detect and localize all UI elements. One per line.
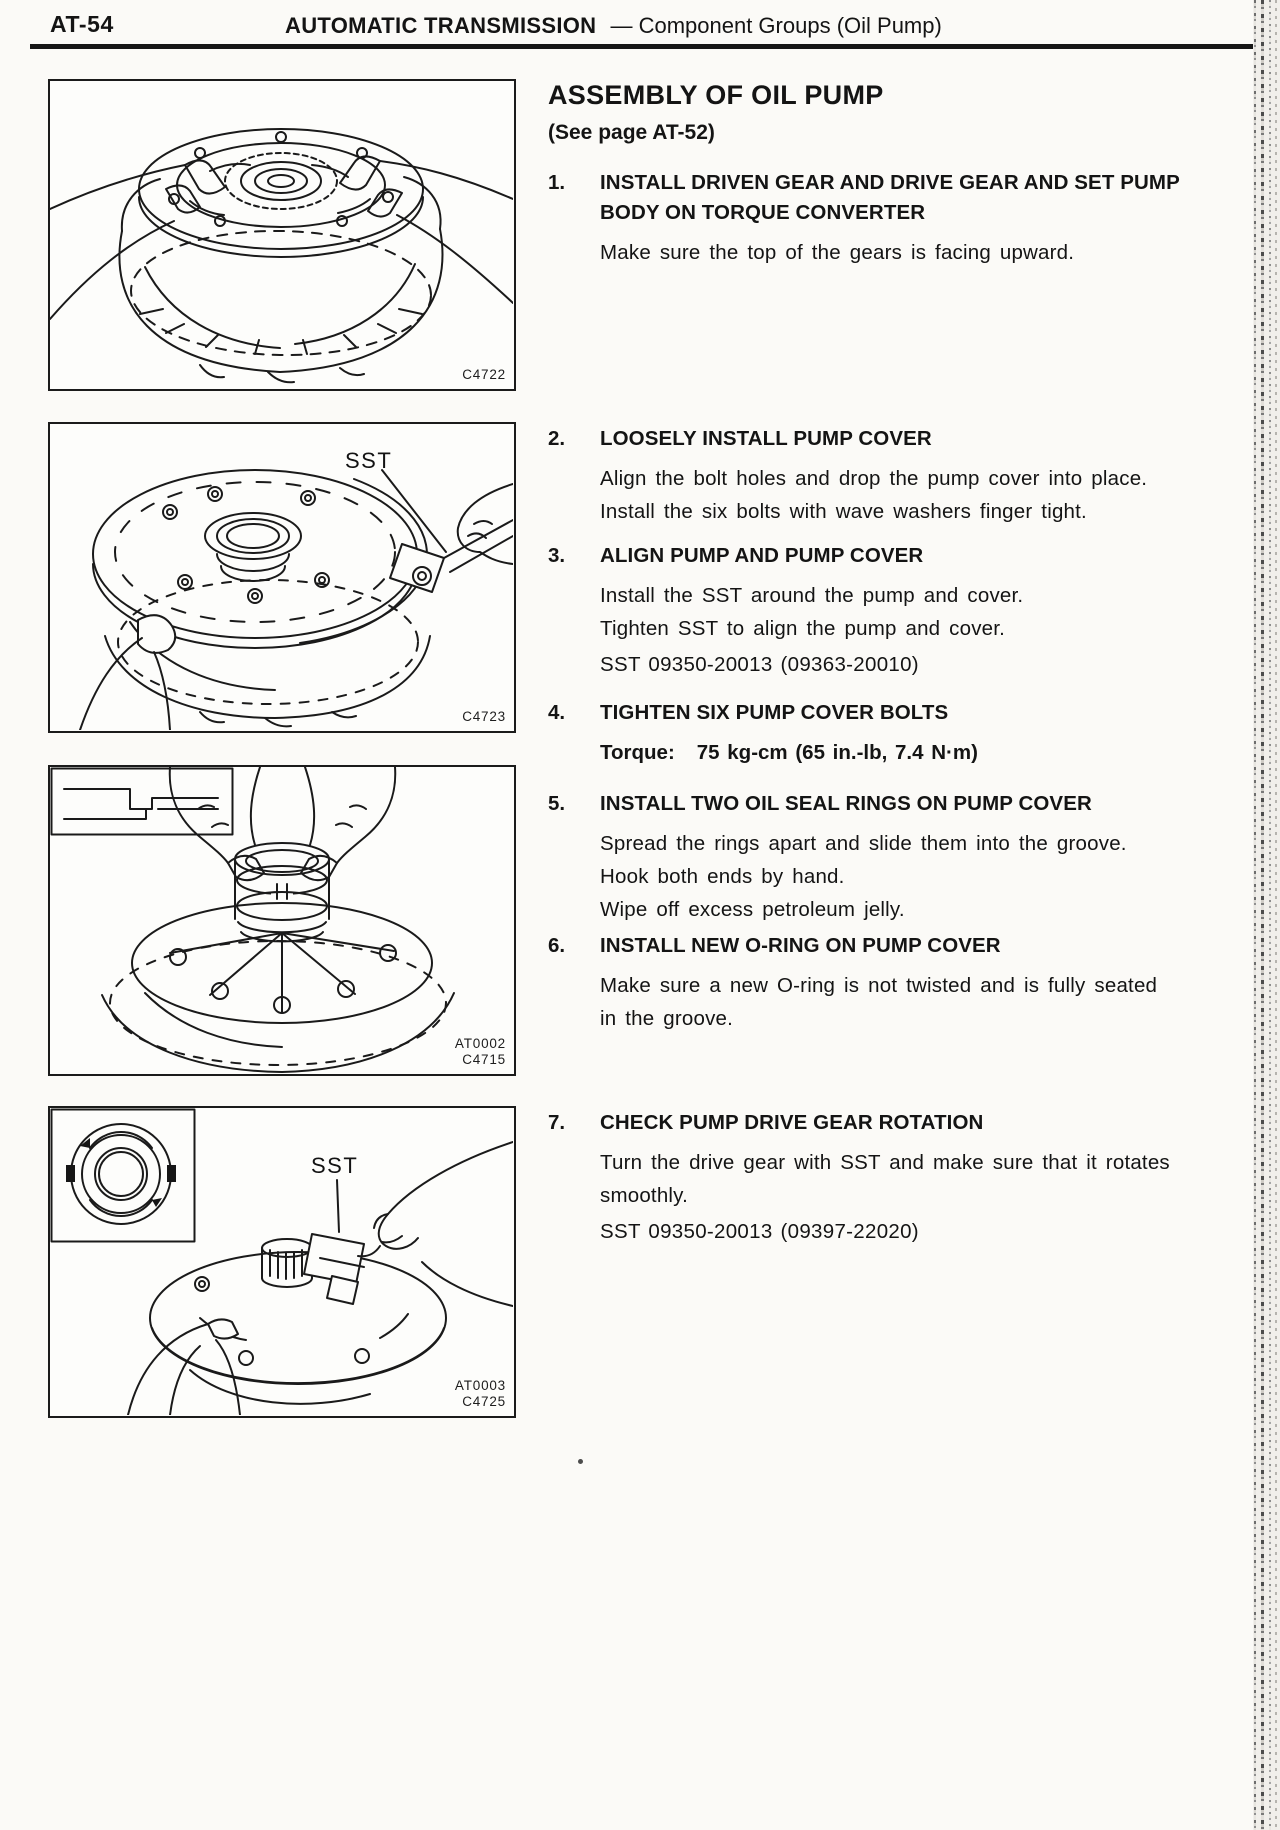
figure-check-gear-rotation: SST AT0003 C4725: [48, 1106, 516, 1418]
page-subtitle: (See page AT-52): [548, 121, 715, 144]
step-2: 2. LOOSELY INSTALL PUMP COVER Align the …: [548, 424, 1268, 528]
step-number: 4.: [548, 701, 566, 724]
binding-texture-line: [1261, 0, 1264, 1830]
figure-code: C4723: [462, 709, 506, 724]
step-heading: LOOSELY INSTALL PUMP COVER: [600, 427, 932, 450]
step-6: 6. INSTALL NEW O-RING ON PUMP COVER Make…: [548, 931, 1268, 1035]
binding-texture-line: [1254, 0, 1256, 1830]
step-heading: INSTALL DRIVEN GEAR AND DRIVE GEAR AND S…: [600, 171, 1180, 224]
step-heading: TIGHTEN SIX PUMP COVER BOLTS: [600, 701, 949, 724]
step-body: Turn the drive gear with SST and make su…: [600, 1151, 1170, 1207]
step-5: 5. INSTALL TWO OIL SEAL RINGS ON PUMP CO…: [548, 789, 1268, 926]
step-body: Make sure the top of the gears is facing…: [600, 241, 1075, 264]
sst-part-number: SST 09350-20013 (09363-20010): [600, 653, 919, 676]
pump-cover-sst-band-illustration: [79, 469, 513, 730]
step-1: 1. INSTALL DRIVEN GEAR AND DRIVE GEAR AN…: [548, 168, 1268, 269]
step-number: 6.: [548, 934, 566, 957]
sst-callout-label: SST: [345, 448, 393, 473]
step-heading: ALIGN PUMP AND PUMP COVER: [600, 544, 924, 567]
step-heading: INSTALL TWO OIL SEAL RINGS ON PUMP COVER: [600, 792, 1092, 815]
sst-part-number: SST 09350-20013 (09397-22020): [600, 1220, 919, 1243]
step-heading: INSTALL NEW O-RING ON PUMP COVER: [600, 934, 1001, 957]
figure-codes: AT0003 C4725: [454, 1378, 506, 1409]
torque-converter-hands-illustration: [50, 128, 513, 384]
header-subsection-title: — Component Groups (Oil Pump): [610, 13, 942, 38]
header-divider-rule: [30, 44, 1263, 49]
figure-codes: AT0002 C4715: [454, 1036, 506, 1067]
step-number: 7.: [548, 1111, 566, 1134]
figure-code: C4722: [462, 367, 506, 382]
page-number: AT-54: [50, 11, 114, 37]
step-number: 5.: [548, 792, 566, 815]
torque-spec: Torque:75 kg-cm (65 in.-lb, 7.4 N·m): [600, 741, 978, 764]
page-title: ASSEMBLY OF OIL PUMP: [548, 80, 884, 110]
drive-gear-rotation-illustration: [50, 1108, 513, 1415]
page-header: AUTOMATIC TRANSMISSION — Component Group…: [285, 13, 942, 39]
figure-install-gears: C4722: [48, 79, 516, 391]
step-heading: CHECK PUMP DRIVE GEAR ROTATION: [600, 1111, 984, 1134]
step-number: 1.: [548, 171, 566, 194]
step-body: Spread the rings apart and slide them in…: [600, 832, 1127, 921]
step-7: 7. CHECK PUMP DRIVE GEAR ROTATION Turn t…: [548, 1108, 1268, 1248]
scan-speck: [578, 1459, 583, 1464]
step-number: 3.: [548, 544, 566, 567]
step-body: Align the bolt holes and drop the pump c…: [600, 467, 1148, 523]
header-section-title: AUTOMATIC TRANSMISSION: [285, 13, 597, 38]
seal-ring-install-illustration: [50, 767, 455, 1073]
binding-texture-line: [1269, 0, 1271, 1830]
step-4: 4. TIGHTEN SIX PUMP COVER BOLTS Torque:7…: [548, 698, 1268, 769]
step-body: Install the SST around the pump and cove…: [600, 584, 1024, 640]
figure-oil-seal-rings: AT0002 C4715: [48, 765, 516, 1076]
step-3: 3. ALIGN PUMP AND PUMP COVER Install the…: [548, 541, 1268, 681]
step-number: 2.: [548, 427, 566, 450]
step-body: Make sure a new O-ring is not twisted an…: [600, 974, 1158, 1030]
figure-align-pump-sst: SST C4723: [48, 422, 516, 733]
binding-texture-line: [1275, 0, 1277, 1830]
sst-callout-label: SST: [311, 1153, 359, 1178]
